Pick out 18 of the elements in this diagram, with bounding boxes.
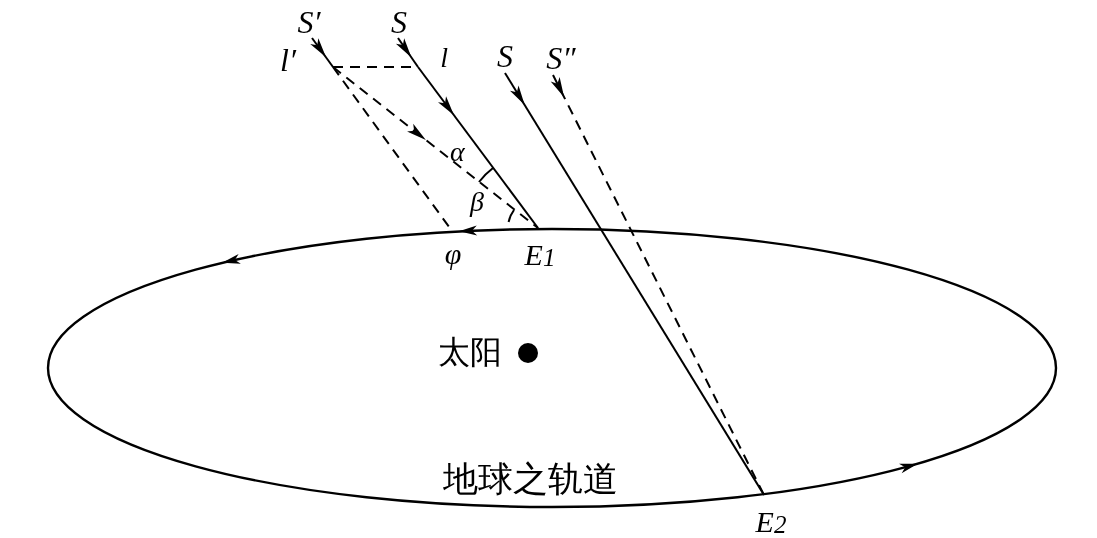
point-label: l′ bbox=[280, 46, 333, 74]
sun-label: 太阳 bbox=[438, 336, 502, 368]
star-label: S″ bbox=[540, 36, 582, 74]
angle-label: α bbox=[450, 138, 465, 166]
orbit-label: 地球之轨道 bbox=[443, 462, 618, 497]
light-ray bbox=[395, 37, 419, 68]
sun-dot bbox=[518, 343, 538, 363]
dashed-ray bbox=[550, 74, 765, 496]
light-ray bbox=[310, 37, 334, 68]
star-label: S bbox=[492, 36, 518, 72]
angle-label: β bbox=[470, 188, 484, 216]
light-ray bbox=[417, 66, 539, 229]
angle-label: φ bbox=[440, 231, 466, 269]
point-label: l bbox=[418, 44, 448, 67]
dashed-ray bbox=[332, 66, 539, 229]
light-ray bbox=[504, 72, 765, 496]
star-label: S′ bbox=[294, 2, 324, 38]
star-label: S bbox=[386, 2, 412, 38]
